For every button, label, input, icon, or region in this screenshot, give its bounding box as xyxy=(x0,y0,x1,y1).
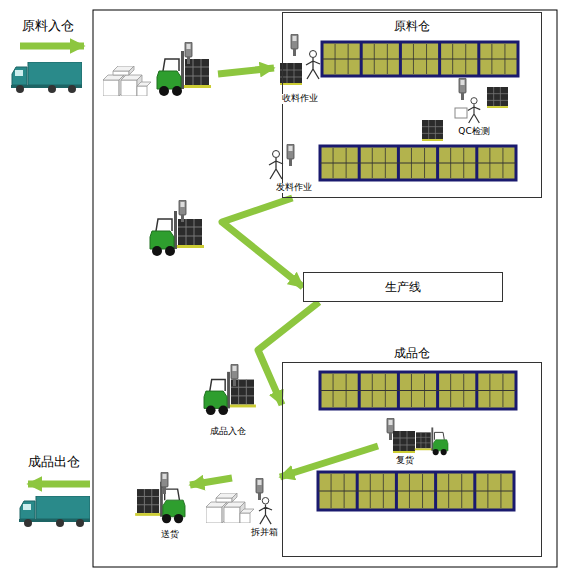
station-label: 送货 xyxy=(160,530,180,540)
process-label: 原料入仓 xyxy=(21,19,75,33)
station-label: 发料作业 xyxy=(275,183,313,193)
station-label: 拆并箱 xyxy=(250,528,279,538)
scanner xyxy=(459,78,466,100)
raw-material-warehouse: 原料仓 xyxy=(282,12,542,198)
truck xyxy=(19,496,90,527)
flow-arrow xyxy=(190,478,232,485)
scanner xyxy=(231,364,238,386)
worker xyxy=(306,51,320,80)
scanner xyxy=(179,200,186,222)
rack xyxy=(320,372,516,409)
worker xyxy=(269,151,283,180)
rack xyxy=(318,472,514,510)
station-label: QC检测 xyxy=(457,127,490,137)
scanner xyxy=(161,472,168,494)
forklift xyxy=(157,51,211,96)
production-line-box: 生产线 xyxy=(303,272,503,302)
station-label: 成品入仓 xyxy=(209,427,247,437)
scanner xyxy=(291,34,298,56)
worker xyxy=(468,98,480,123)
outbound-arrow xyxy=(28,481,90,488)
carton-stack xyxy=(103,66,151,96)
scanner xyxy=(387,418,394,440)
flow-arrow xyxy=(258,302,319,405)
inspection-box xyxy=(455,108,467,118)
rack xyxy=(322,42,518,76)
pallet xyxy=(280,63,302,85)
node-title: 生产线 xyxy=(385,279,421,296)
rack xyxy=(320,146,516,180)
truck xyxy=(11,62,82,93)
scanner xyxy=(256,478,263,500)
forklift xyxy=(415,427,448,455)
process-label: 成品出仓 xyxy=(27,455,81,469)
flow-arrow xyxy=(280,446,378,477)
pallet xyxy=(393,431,415,453)
forklift xyxy=(204,372,256,415)
inbound-arrow xyxy=(20,43,84,50)
forklift xyxy=(135,482,185,524)
forklift xyxy=(150,211,204,256)
site-frame xyxy=(93,10,557,567)
node-title: 成品仓 xyxy=(283,345,541,362)
flow-arrow xyxy=(218,68,274,74)
pallet xyxy=(487,87,508,108)
carton-stack xyxy=(206,493,254,523)
scanner xyxy=(185,42,192,64)
flow-arrow xyxy=(222,198,303,287)
pallet xyxy=(422,120,443,141)
worker xyxy=(259,497,272,524)
node-title: 原料仓 xyxy=(283,18,541,35)
scanner xyxy=(287,144,294,166)
station-label: 复货 xyxy=(395,456,415,466)
station-label: 收料作业 xyxy=(281,94,319,104)
